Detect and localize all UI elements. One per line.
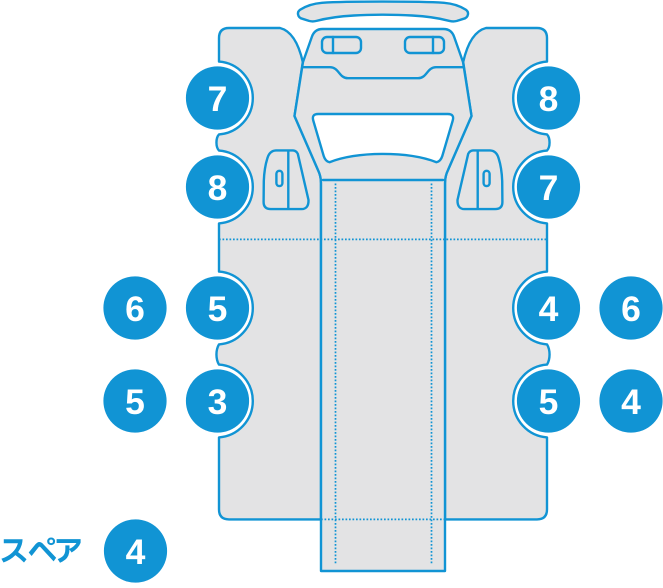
spare-glyph-pe [28, 537, 57, 562]
callout-front-row1-left: 7 [185, 66, 250, 130]
right-visor [403, 35, 446, 55]
callout-number: 4 [621, 382, 641, 422]
callout-circle [516, 369, 581, 433]
callout-circle [516, 276, 581, 340]
callout-front-row1-right: 8 [516, 66, 581, 130]
callout-circle [516, 66, 581, 130]
callout-circle [516, 155, 581, 219]
callout-circle [185, 276, 250, 340]
fold-lines [219, 183, 547, 565]
cowl-line [301, 66, 465, 80]
callout-number: 4 [126, 532, 146, 572]
callout-number: 7 [539, 168, 559, 208]
callout-rear-right-outer: 4 [599, 369, 663, 433]
callout-number: 7 [208, 79, 228, 119]
callout-number: 5 [208, 289, 228, 329]
callout-circle [185, 155, 250, 219]
callout-circle [103, 369, 167, 433]
callout-number: 6 [621, 289, 641, 329]
left-door-slot [275, 169, 284, 188]
right-door-outline [456, 149, 504, 211]
callout-circle [185, 369, 250, 433]
callout-mid-right-inner: 4 [516, 276, 581, 340]
spare-row: 4 [1, 519, 168, 583]
callout-number: 4 [539, 289, 559, 329]
callout-circle [103, 519, 168, 583]
callout-front-row2-left: 8 [185, 155, 250, 219]
callout-circle [599, 369, 663, 433]
right-door-slot [482, 169, 491, 188]
callout-mid-left-outer: 6 [103, 276, 167, 340]
spare-label [1, 537, 81, 563]
left-door-outline [262, 149, 310, 211]
right-visor-outline [403, 35, 446, 55]
callout-mid-left-inner: 5 [185, 276, 250, 340]
callout-mid-right-outer: 6 [599, 276, 663, 340]
callout-number: 5 [125, 382, 145, 422]
right-door-panel [456, 149, 504, 211]
front-roof-bar [296, 0, 470, 23]
callout-rear-left-inner: 3 [185, 369, 250, 433]
callout-number: 6 [125, 289, 145, 329]
callout-circle [103, 276, 167, 340]
cab-and-column [293, 27, 473, 573]
callout-spare: 4 [103, 519, 168, 583]
left-visor-outline [320, 35, 363, 55]
callout-circle [599, 276, 663, 340]
callout-circle [185, 66, 250, 130]
callout-number: 8 [208, 168, 228, 208]
callout-number: 3 [208, 382, 228, 422]
callout-rear-left-outer: 5 [103, 369, 167, 433]
left-door-panel [262, 149, 310, 211]
spare-glyph-su [1, 539, 27, 563]
callout-number: 5 [539, 382, 559, 422]
callout-front-row2-right: 7 [516, 155, 581, 219]
spare-glyph-a [56, 539, 81, 563]
callout-group: 7 8 8 7 6 5 4 6 [103, 66, 663, 433]
callout-rear-right-inner: 5 [516, 369, 581, 433]
windshield [311, 112, 455, 164]
callout-number: 8 [539, 79, 559, 119]
left-visor [320, 35, 363, 55]
